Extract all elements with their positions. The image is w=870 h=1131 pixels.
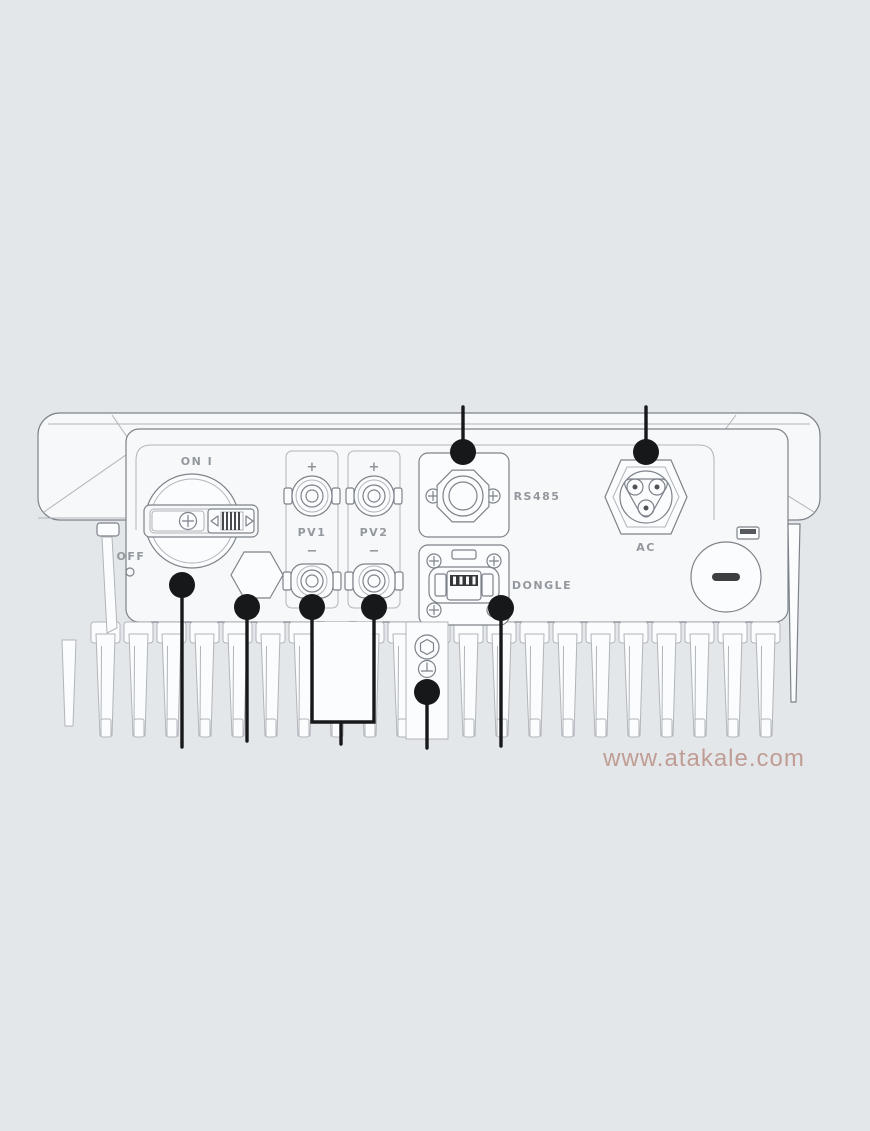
screw-icon: [486, 553, 502, 569]
pv1-panel: + PV1 −: [282, 450, 342, 609]
vent-slot-icon: [712, 573, 740, 581]
callouts: [169, 405, 659, 750]
usb-port-icon: [428, 566, 500, 604]
rs485-gland: [436, 469, 490, 523]
ac-pin-carrier: [624, 478, 668, 518]
switch-handle: [143, 504, 259, 538]
ac-label: AC: [636, 541, 656, 554]
ground-callout-dot: [414, 679, 440, 705]
pv1-negative-callout-dot: [299, 594, 325, 620]
arrow-right-icon: [245, 515, 254, 527]
dongle-callout-dot: [488, 595, 514, 621]
pv2-positive-label: +: [369, 460, 380, 475]
off-label: OFF: [117, 550, 146, 563]
hex-bolt-icon: [414, 634, 440, 660]
vent-valve: [690, 541, 762, 613]
rs485-label: RS485: [514, 490, 561, 503]
heatsink-fin: [717, 621, 748, 738]
pv2-panel: + PV2 −: [344, 450, 404, 609]
ac-callout-dot: [633, 439, 659, 465]
heatsink-fin: [453, 621, 484, 738]
blank-gland-callout-dot: [234, 594, 260, 620]
screw-icon: [426, 553, 442, 569]
pv1-label: PV1: [298, 526, 327, 539]
pv1-negative-label: −: [307, 544, 318, 559]
pv2-negative-label: −: [369, 544, 380, 559]
heatsink-fin: [519, 621, 550, 738]
off-indicator: [125, 567, 135, 577]
heatsink-fin: [61, 639, 77, 727]
right-rail: [787, 523, 801, 703]
heatsink-fin: [684, 621, 715, 738]
pv2-label: PV2: [360, 526, 389, 539]
ground-screw-icon: [417, 659, 437, 679]
heatsink-fin: [585, 621, 616, 738]
rs485-panel: RS485: [418, 452, 561, 538]
heatsink-fin: [255, 621, 286, 738]
ac-panel: AC: [604, 459, 688, 554]
pv1-positive-label: +: [307, 460, 318, 475]
switch-screw-icon: [178, 511, 198, 531]
heatsink-fin: [651, 621, 682, 738]
dongle-label: DONGLE: [512, 579, 572, 592]
pv2-negative-callout-dot: [361, 594, 387, 620]
right-clip-slot: [740, 529, 756, 534]
heatsink-fin: [552, 621, 583, 738]
pv-bracket-fill: [314, 622, 372, 721]
pv-callout-bracket: [310, 612, 376, 746]
on-label: ON I: [181, 455, 213, 468]
power-switch-callout-dot: [169, 572, 195, 598]
arrow-left-icon: [210, 515, 219, 527]
screw-icon: [426, 602, 442, 618]
heatsink-fin: [618, 621, 649, 738]
heatsink-fins: [61, 621, 781, 738]
heatsink-fin: [750, 621, 781, 738]
rs485-callout-dot: [450, 439, 476, 465]
dongle-panel: DONGLE: [418, 544, 572, 626]
heatsink-fin: [123, 621, 154, 738]
ac-pins-icon: [626, 478, 666, 517]
heatsink-fin: [189, 621, 220, 738]
heatsink-fin: [90, 621, 121, 738]
watermark: www.atakale.com: [602, 745, 805, 772]
grip-hatch-icon: [220, 511, 244, 531]
power-switch: ON I OFF: [117, 455, 259, 577]
